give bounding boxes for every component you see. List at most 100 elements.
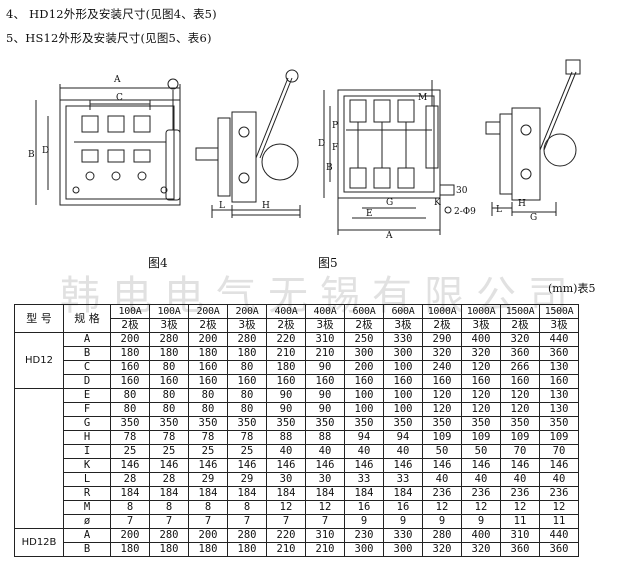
value-cell: 80 [110, 388, 150, 403]
value-cell: 300 [344, 542, 384, 557]
spec-cell: 600A [344, 304, 384, 319]
value-cell: 160 [188, 374, 228, 389]
value-cell: 94 [344, 430, 384, 445]
poles-cell: 2极 [266, 318, 306, 333]
value-cell: 120 [422, 388, 462, 403]
value-cell: 280 [149, 332, 189, 347]
value-cell: 300 [383, 542, 423, 557]
value-cell: 80 [149, 360, 189, 375]
value-cell: 180 [188, 542, 228, 557]
value-cell: 70 [500, 444, 540, 459]
dimension-label: R [63, 486, 111, 501]
value-cell: 7 [305, 514, 345, 529]
dimension-label: G [63, 416, 111, 431]
value-cell: 78 [227, 430, 267, 445]
dim-label: P [332, 121, 338, 131]
model-cell: HD12 [14, 332, 64, 389]
value-cell: 7 [149, 514, 189, 529]
value-cell: 220 [266, 528, 306, 543]
value-cell: 210 [266, 542, 306, 557]
value-cell: 120 [500, 388, 540, 403]
value-cell: 146 [461, 458, 501, 473]
value-cell: 130 [539, 388, 579, 403]
value-cell: 130 [539, 360, 579, 375]
value-cell: 236 [539, 486, 579, 501]
value-cell: 109 [461, 430, 501, 445]
value-cell: 146 [500, 458, 540, 473]
value-cell: 184 [383, 486, 423, 501]
value-cell: 230 [344, 528, 384, 543]
value-cell: 280 [149, 528, 189, 543]
value-cell: 160 [110, 374, 150, 389]
value-cell: 184 [344, 486, 384, 501]
value-cell: 310 [305, 332, 345, 347]
value-cell: 7 [266, 514, 306, 529]
dim-label: B [28, 150, 35, 160]
value-cell: 180 [110, 542, 150, 557]
value-cell: 29 [188, 472, 228, 487]
value-cell: 160 [305, 374, 345, 389]
value-cell: 320 [500, 332, 540, 347]
value-cell: 16 [383, 500, 423, 515]
value-cell: 280 [227, 528, 267, 543]
value-cell: 12 [305, 500, 345, 515]
value-cell: 100 [383, 402, 423, 417]
value-cell: 210 [305, 542, 345, 557]
value-cell: 120 [461, 402, 501, 417]
value-cell: 184 [305, 486, 345, 501]
value-cell: 88 [305, 430, 345, 445]
value-cell: 146 [266, 458, 306, 473]
spec-cell: 1000A [461, 304, 501, 319]
spec-cell: 1500A [539, 304, 579, 319]
value-cell: 8 [149, 500, 189, 515]
poles-cell: 2极 [422, 318, 462, 333]
spec-cell: 1500A [500, 304, 540, 319]
dim-label: H [262, 201, 270, 211]
value-cell: 30 [266, 472, 306, 487]
value-cell: 40 [539, 472, 579, 487]
dim-label: 30 [456, 186, 468, 196]
dimension-label: M [63, 500, 111, 515]
value-cell: 440 [539, 332, 579, 347]
value-cell: 180 [227, 542, 267, 557]
value-cell: 88 [266, 430, 306, 445]
value-cell: 146 [188, 458, 228, 473]
value-cell: 25 [227, 444, 267, 459]
value-cell: 320 [422, 542, 462, 557]
value-cell: 320 [461, 346, 501, 361]
value-cell: 94 [383, 430, 423, 445]
value-cell: 350 [227, 416, 267, 431]
value-cell: 184 [227, 486, 267, 501]
value-cell: 350 [383, 416, 423, 431]
value-cell: 120 [461, 388, 501, 403]
dim-label: E [366, 209, 373, 219]
header-model: 型 号 [14, 304, 64, 333]
value-cell: 160 [461, 374, 501, 389]
value-cell: 184 [149, 486, 189, 501]
dim-label: D [318, 139, 325, 149]
value-cell: 350 [110, 416, 150, 431]
dim-label: A [385, 231, 393, 241]
value-cell: 300 [344, 346, 384, 361]
dimension-label: A [63, 528, 111, 543]
value-cell: 160 [266, 374, 306, 389]
value-cell: 109 [500, 430, 540, 445]
value-cell: 78 [149, 430, 189, 445]
value-cell: 40 [266, 444, 306, 459]
value-cell: 12 [539, 500, 579, 515]
poles-cell: 3极 [383, 318, 423, 333]
value-cell: 210 [305, 346, 345, 361]
dim-label: H [518, 199, 526, 209]
dim-label: M [418, 93, 427, 103]
poles-cell: 3极 [539, 318, 579, 333]
dim-label: D [42, 146, 49, 156]
